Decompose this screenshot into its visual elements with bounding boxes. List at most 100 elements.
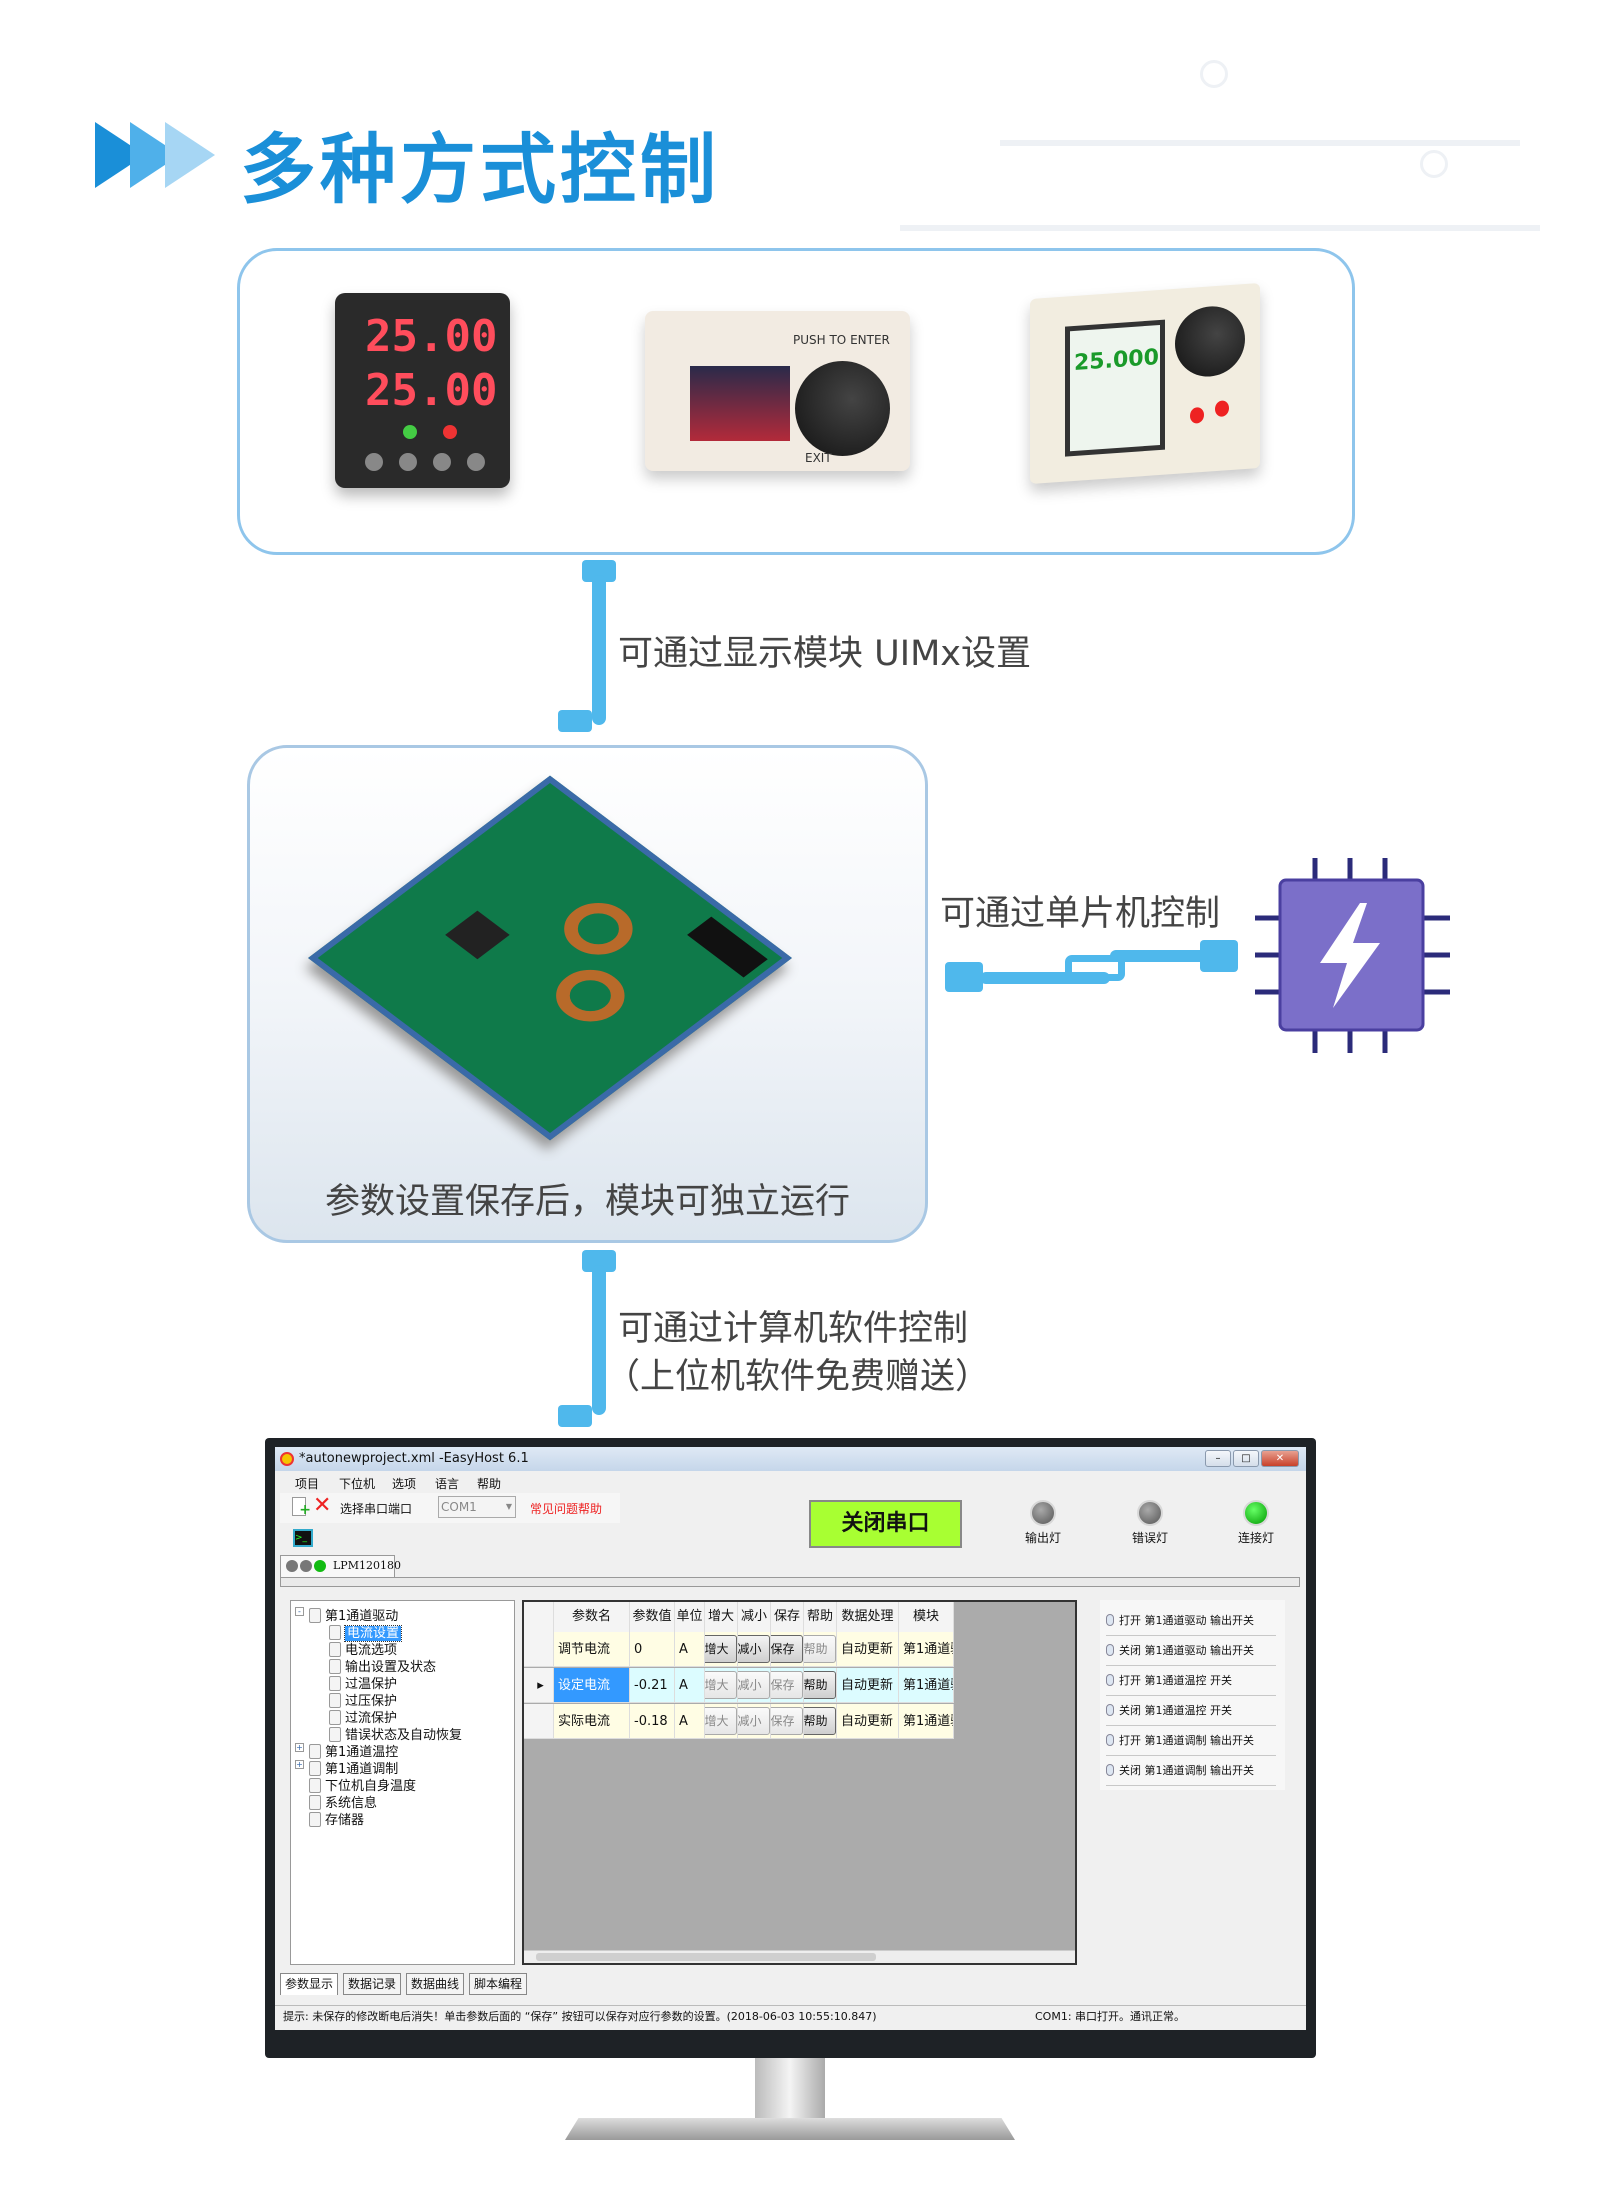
error-lamp-icon bbox=[1137, 1500, 1163, 1526]
port-select[interactable]: COM1▼ bbox=[438, 1496, 516, 1518]
terminal-icon[interactable]: >_ bbox=[293, 1529, 313, 1547]
tree-item[interactable]: 电流选项 bbox=[329, 1639, 397, 1658]
expander-icon[interactable]: + bbox=[295, 1760, 304, 1769]
close-button[interactable]: ✕ bbox=[1261, 1450, 1299, 1467]
bottom-tab[interactable]: 参数显示 bbox=[280, 1973, 339, 1995]
tree-item[interactable]: 输出设置及状态 bbox=[329, 1656, 436, 1675]
help-button[interactable]: 帮助 bbox=[804, 1635, 836, 1663]
grid-cell: 0 bbox=[630, 1632, 675, 1667]
red-led-icon bbox=[443, 425, 457, 439]
grid-cell: 帮助 bbox=[804, 1704, 837, 1739]
decrease-button[interactable]: 减小 bbox=[738, 1635, 770, 1663]
lamp-icon bbox=[300, 1560, 312, 1572]
connection-computer-label: 可通过计算机软件控制 bbox=[618, 1309, 969, 1349]
quick-action[interactable]: 关闭 第1通道调制 输出开关 bbox=[1106, 1756, 1276, 1786]
tree-item[interactable]: 错误状态及自动恢复 bbox=[329, 1724, 462, 1743]
tree-item[interactable]: 存储器 bbox=[309, 1809, 364, 1828]
row-header[interactable]: ▸ bbox=[524, 1668, 554, 1703]
grid-corner bbox=[524, 1602, 554, 1632]
connection-display-module-label: 可通过显示模块 UIMx设置 bbox=[618, 634, 1031, 674]
menu-options[interactable]: 选项 bbox=[392, 1477, 417, 1491]
tree-item[interactable]: 电流设置 bbox=[329, 1622, 403, 1642]
tree-item[interactable]: +第1通道温控 bbox=[295, 1741, 398, 1760]
column-header: 单位 bbox=[675, 1602, 705, 1632]
grid-cell: -0.18 bbox=[630, 1704, 675, 1739]
grid-cell: 自动更新 bbox=[837, 1704, 899, 1739]
menu-language[interactable]: 语言 bbox=[435, 1477, 460, 1491]
lcd-value: 25.000 bbox=[1074, 345, 1159, 376]
menu-device[interactable]: 下位机 bbox=[339, 1477, 376, 1491]
tree-item[interactable]: 下位机自身温度 bbox=[309, 1775, 416, 1794]
buttons-row bbox=[365, 453, 485, 477]
circuit-decoration bbox=[900, 225, 1540, 231]
tree-item[interactable]: + 第1通道调制 bbox=[295, 1758, 399, 1777]
grid-cell: 设定电流 bbox=[554, 1668, 630, 1703]
increase-button[interactable]: 增大 bbox=[705, 1635, 737, 1663]
mouse-icon bbox=[1106, 1734, 1114, 1746]
quick-action[interactable]: 关闭 第1通道驱动 输出开关 bbox=[1106, 1636, 1276, 1666]
module-caption: 参数设置保存后，模块可独立运行 bbox=[324, 1182, 850, 1222]
device-tab[interactable]: LPM120180 bbox=[280, 1555, 401, 1577]
tree-item[interactable]: 过压保护 bbox=[329, 1690, 397, 1709]
tree-item[interactable]: 过流保护 bbox=[329, 1707, 397, 1726]
device-tab-label: LPM120180 bbox=[333, 1559, 401, 1572]
quick-action-label: 关闭 第1通道调制 输出开关 bbox=[1119, 1764, 1254, 1777]
file-icon bbox=[329, 1676, 341, 1691]
tree-item-label: 第1通道调制 bbox=[325, 1762, 399, 1777]
tree-item-label: 输出设置及状态 bbox=[345, 1660, 437, 1675]
tree-item-label: 过压保护 bbox=[345, 1694, 398, 1709]
column-header: 保存 bbox=[771, 1602, 804, 1632]
parameter-tree: -第1通道驱动电流设置电流选项输出设置及状态过温保护过压保护过流保护错误状态及自… bbox=[290, 1600, 515, 1965]
tree-item[interactable]: 系统信息 bbox=[309, 1792, 377, 1811]
decrease-button[interactable]: 减小 bbox=[738, 1707, 770, 1735]
expander-icon[interactable]: - bbox=[295, 1607, 304, 1616]
knob-icon bbox=[1175, 304, 1245, 379]
status-port: COM1: 串口打开。通讯正常。 bbox=[1035, 2010, 1186, 2023]
bottom-tab[interactable]: 数据曲线 bbox=[406, 1973, 465, 1995]
mouse-icon bbox=[1106, 1704, 1114, 1716]
menu-help[interactable]: 帮助 bbox=[477, 1477, 502, 1491]
tree-item[interactable]: -第1通道驱动 bbox=[295, 1605, 398, 1624]
help-button[interactable]: 帮助 bbox=[804, 1707, 836, 1735]
grid-cell: 自动更新 bbox=[837, 1668, 899, 1703]
expander-icon[interactable]: + bbox=[295, 1743, 304, 1752]
quick-action[interactable]: 关闭 第1通道温控 开关 bbox=[1106, 1696, 1276, 1726]
quick-action-label: 打开 第1通道温控 开关 bbox=[1119, 1674, 1232, 1687]
close-serial-button[interactable]: 关闭串口 bbox=[809, 1500, 962, 1548]
save-button[interactable]: 保存 bbox=[771, 1671, 803, 1699]
grid-scrollbar[interactable] bbox=[524, 1950, 1075, 1963]
bottom-tab[interactable]: 数据记录 bbox=[343, 1973, 402, 1995]
tree-item[interactable]: 过温保护 bbox=[329, 1673, 397, 1692]
faq-help-link[interactable]: 常见问题帮助 bbox=[530, 1502, 603, 1516]
delete-icon[interactable]: ✕ bbox=[313, 1493, 332, 1518]
grid-cell: 保存 bbox=[771, 1668, 804, 1703]
quick-action[interactable]: 打开 第1通道温控 开关 bbox=[1106, 1666, 1276, 1696]
tree-item-label: 电流选项 bbox=[345, 1643, 398, 1658]
row-header[interactable] bbox=[524, 1704, 554, 1739]
minimize-button[interactable]: – bbox=[1205, 1450, 1231, 1467]
connection-lamp-label: 连接灯 bbox=[1237, 1531, 1274, 1545]
row-header[interactable] bbox=[524, 1632, 554, 1667]
quick-action-label: 打开 第1通道驱动 输出开关 bbox=[1119, 1614, 1254, 1627]
menu-project[interactable]: 项目 bbox=[295, 1477, 320, 1491]
file-icon bbox=[309, 1744, 321, 1759]
new-file-icon[interactable]: + bbox=[292, 1497, 311, 1518]
increase-button[interactable]: 增大 bbox=[705, 1671, 737, 1699]
maximize-button[interactable]: □ bbox=[1233, 1450, 1259, 1467]
connection-computer-note: （上位机软件免费赠送） bbox=[605, 1357, 991, 1397]
app-icon bbox=[280, 1452, 294, 1466]
quick-action[interactable]: 打开 第1通道调制 输出开关 bbox=[1106, 1726, 1276, 1756]
bottom-tab[interactable]: 脚本编程 bbox=[469, 1973, 528, 1995]
decrease-button[interactable]: 减小 bbox=[738, 1671, 770, 1699]
quick-action[interactable]: 打开 第1通道驱动 输出开关 bbox=[1106, 1606, 1276, 1636]
save-button[interactable]: 保存 bbox=[771, 1707, 803, 1735]
grid-cell: 减小 bbox=[738, 1632, 771, 1667]
terminal-block-icon bbox=[687, 916, 768, 978]
cable-line bbox=[592, 575, 606, 725]
column-header: 数据处理 bbox=[837, 1602, 899, 1632]
increase-button[interactable]: 增大 bbox=[705, 1707, 737, 1735]
help-button[interactable]: 帮助 bbox=[804, 1671, 836, 1699]
save-button[interactable]: 保存 bbox=[771, 1635, 803, 1663]
file-icon bbox=[329, 1659, 341, 1674]
